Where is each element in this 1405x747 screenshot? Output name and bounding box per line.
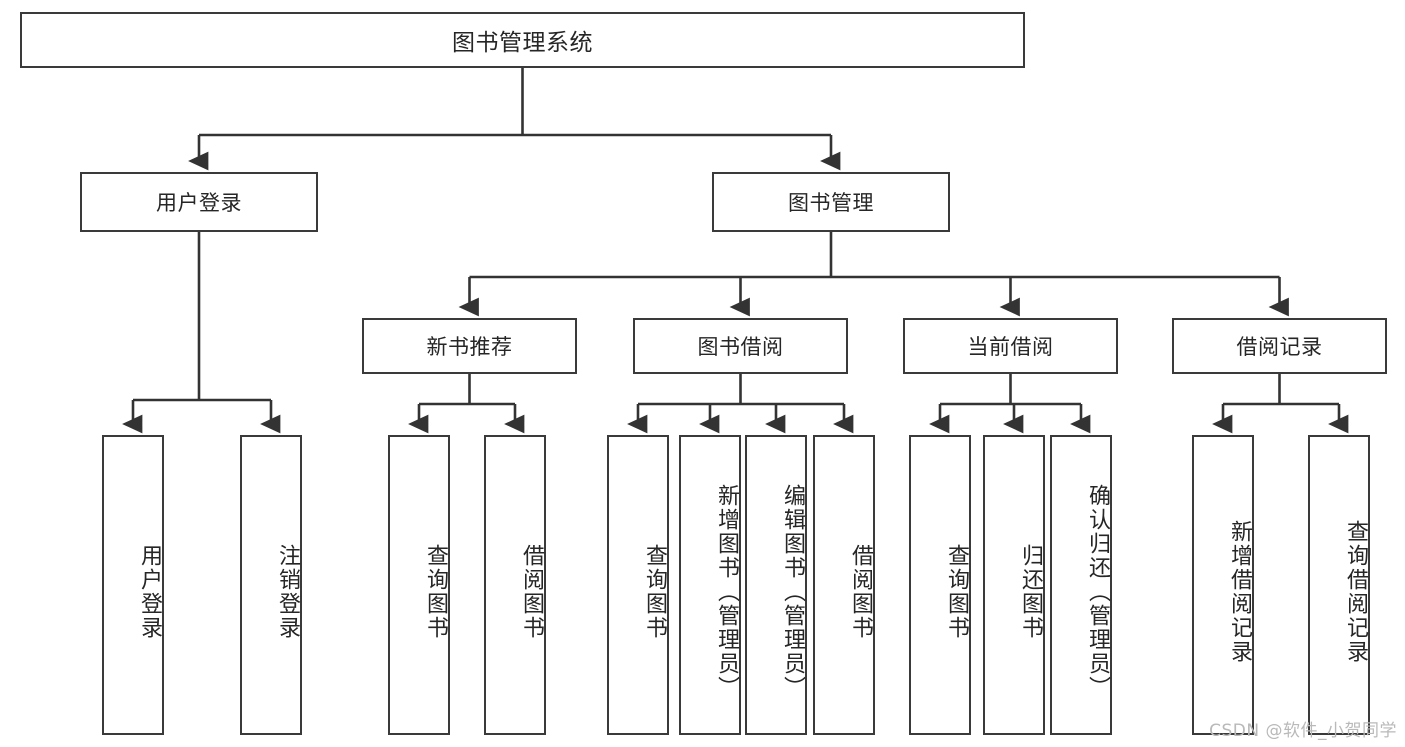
- csdn-watermark: CSDN @软件_小贺同学: [1209, 721, 1397, 741]
- node-l13[interactable]: 查询借阅记录: [1308, 435, 1370, 735]
- node-l9[interactable]: 查询图书: [909, 435, 971, 735]
- node-label: 新增图书（管理员）: [714, 484, 739, 700]
- node-label: 编辑图书（管理员）: [780, 484, 805, 700]
- node-label: 用户登录: [156, 191, 242, 215]
- node-label: 新书推荐: [426, 335, 513, 359]
- node-l6[interactable]: 新增图书（管理员）: [679, 435, 741, 735]
- node-label: 图书借阅: [697, 335, 784, 359]
- node-label: 查询图书: [423, 544, 448, 640]
- node-login[interactable]: 用户登录: [80, 172, 318, 232]
- node-l8[interactable]: 借阅图书: [813, 435, 875, 735]
- node-bookmgmt[interactable]: 图书管理: [712, 172, 950, 232]
- node-label: 图书管理: [788, 191, 874, 215]
- node-current[interactable]: 当前借阅: [903, 318, 1118, 374]
- node-label: 用户登录: [137, 544, 162, 640]
- node-label: 借阅记录: [1236, 335, 1323, 359]
- node-label: 归还图书: [1018, 544, 1043, 640]
- node-label: 新增借阅记录: [1227, 520, 1252, 664]
- node-l1[interactable]: 用户登录: [102, 435, 164, 735]
- node-newbook[interactable]: 新书推荐: [362, 318, 577, 374]
- node-label: 确认归还（管理员）: [1085, 484, 1110, 700]
- node-l10[interactable]: 归还图书: [983, 435, 1045, 735]
- node-l2[interactable]: 注销登录: [240, 435, 302, 735]
- node-root[interactable]: 图书管理系统: [20, 12, 1025, 68]
- node-label: 查询图书: [642, 544, 667, 640]
- node-records[interactable]: 借阅记录: [1172, 318, 1387, 374]
- node-label: 查询图书: [944, 544, 969, 640]
- node-label: 注销登录: [275, 544, 300, 640]
- node-l7[interactable]: 编辑图书（管理员）: [745, 435, 807, 735]
- node-l4[interactable]: 借阅图书: [484, 435, 546, 735]
- node-l3[interactable]: 查询图书: [388, 435, 450, 735]
- node-l11[interactable]: 确认归还（管理员）: [1050, 435, 1112, 735]
- node-borrow[interactable]: 图书借阅: [633, 318, 848, 374]
- node-label: 借阅图书: [519, 544, 544, 640]
- node-label: 图书管理系统: [452, 30, 593, 56]
- node-l5[interactable]: 查询图书: [607, 435, 669, 735]
- node-label: 当前借阅: [967, 335, 1054, 359]
- node-label: 借阅图书: [848, 544, 873, 640]
- node-l12[interactable]: 新增借阅记录: [1192, 435, 1254, 735]
- node-label: 查询借阅记录: [1343, 520, 1368, 664]
